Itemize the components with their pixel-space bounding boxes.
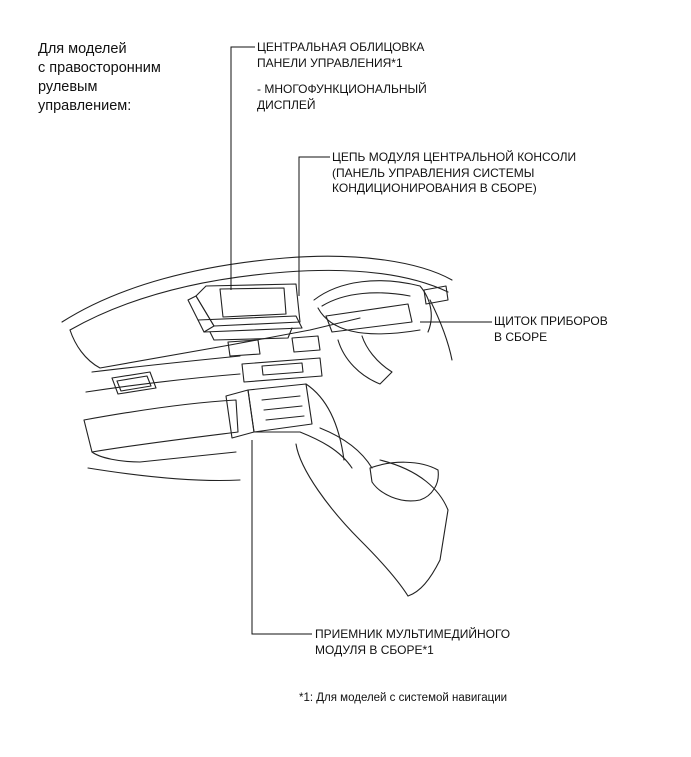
dash-front-face — [91, 355, 241, 373]
label-display: - МНОГОФУНКЦИОНАЛЬНЫЙ ДИСПЛЕЙ — [257, 82, 427, 113]
label-line: - МНОГОФУНКЦИОНАЛЬНЫЙ — [257, 82, 427, 96]
passenger-vent — [111, 371, 157, 395]
dash-top-outline — [61, 255, 453, 323]
label-line: ЩИТОК ПРИБОРОВ — [494, 314, 608, 328]
display-mount — [197, 315, 303, 333]
footnote: *1: Для моделей с системой навигации — [299, 692, 508, 704]
console-tunnel-left — [295, 443, 409, 597]
heading-line: Для моделей — [38, 41, 127, 57]
label-line: ПАНЕЛИ УПРАВЛЕНИЯ*1 — [257, 55, 403, 70]
label-line: ДИСПЛЕЙ — [257, 97, 316, 112]
dash-lower-edge — [85, 373, 241, 393]
cluster-body — [317, 307, 421, 335]
center-vent-right — [291, 335, 321, 353]
label-line: (ПАНЕЛЬ УПРАВЛЕНИЯ СИСТЕМЫ — [332, 165, 535, 180]
console-armrest — [369, 461, 439, 502]
console-shifter — [319, 427, 373, 469]
label-receiver: ПРИЕМНИК МУЛЬТИМЕДИЙНОГО МОДУЛЯ В СБОРЕ*… — [315, 627, 510, 658]
heading-line: рулевым — [38, 79, 98, 95]
label-center-panel: ЦЕНТРАЛЬНАЯ ОБЛИЦОВКА ПАНЕЛИ УПРАВЛЕНИЯ*… — [257, 40, 424, 71]
cluster-hood — [313, 280, 432, 333]
label-console-circuit: ЦЕПЬ МОДУЛЯ ЦЕНТРАЛЬНОЙ КОНСОЛИ (ПАНЕЛЬ … — [332, 150, 576, 197]
center-stack-lower — [305, 383, 345, 461]
cluster-face — [325, 303, 413, 333]
dash-right — [429, 299, 453, 361]
display-mount-detail — [209, 327, 293, 341]
label-line: КОНДИЦИОНИРОВАНИЯ В СБОРЕ) — [332, 181, 537, 195]
heading-text: Для моделей с правосторонним рулевым упр… — [38, 40, 161, 116]
driver-vent — [423, 285, 449, 305]
label-line: ЦЕНТРАЛЬНАЯ ОБЛИЦОВКА — [257, 40, 425, 54]
label-line: ПРИЕМНИК МУЛЬТИМЕДИЙНОГО — [315, 627, 511, 641]
console-tunnel-right — [379, 459, 449, 597]
center-panel-strip — [241, 357, 323, 383]
label-line: ЦЕПЬ МОДУЛЯ ЦЕНТРАЛЬНОЙ КОНСОЛИ — [332, 150, 577, 164]
console-lower-left — [253, 431, 353, 469]
label-line: В СБОРЕ — [494, 329, 548, 344]
dash-upper-surface — [69, 317, 361, 369]
receiver-bracket — [225, 389, 255, 439]
receiver-knobs — [261, 395, 305, 421]
lower-dash — [87, 467, 241, 482]
leader-center-panel — [230, 46, 255, 290]
center-vent-left — [227, 339, 261, 357]
label-line: МОДУЛЯ В СБОРЕ*1 — [315, 642, 434, 657]
heading-line: управлением: — [38, 98, 132, 114]
glovebox-lower — [91, 451, 237, 463]
leader-console-circuit — [298, 156, 330, 296]
leader-receiver — [251, 440, 312, 635]
dash-top-inner — [69, 269, 449, 331]
glovebox — [83, 399, 239, 453]
center-panel-strip-inner — [261, 362, 304, 376]
cluster-hood-inner — [321, 292, 411, 307]
steering-column — [337, 335, 393, 385]
display-bracket — [187, 295, 215, 333]
heading-line: с правосторонним — [38, 60, 161, 76]
label-instrument-cluster: ЩИТОК ПРИБОРОВ В СБОРЕ — [494, 314, 608, 345]
display-screen — [219, 287, 287, 318]
passenger-vent-inner — [116, 375, 152, 392]
